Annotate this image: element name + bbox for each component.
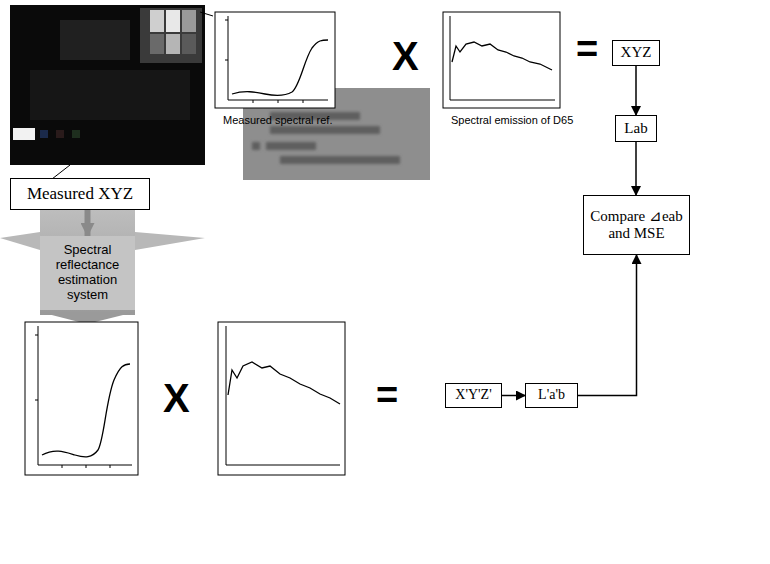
estimated-reflectance-plot (25, 322, 138, 475)
plot-caption: Spectral emission of D65 (451, 114, 573, 126)
leader-line (52, 165, 70, 179)
process-box: Spectral reflectance estimation system (40, 236, 135, 310)
multiply-sign: X (163, 378, 190, 418)
box-label: XYZ (621, 44, 652, 61)
box-label: Compare ⊿eab and MSE (588, 208, 685, 243)
process-box: XYZ (612, 40, 660, 66)
plot-panel: Measured spectral ref. (215, 12, 365, 126)
chart-photo (10, 5, 205, 165)
flow-arrow (85, 210, 91, 236)
process-box: Compare ⊿eab and MSE (583, 195, 690, 255)
leader-line (200, 12, 213, 16)
equals-sign: = (576, 30, 598, 68)
reflectance-plot (215, 12, 335, 108)
flow-arrow (502, 395, 525, 397)
process-box: L'a'b (525, 383, 578, 408)
box-label: L'a'b (538, 387, 565, 403)
flow-arrow (578, 255, 637, 396)
box-label: Lab (624, 120, 647, 137)
flow-band (0, 210, 205, 324)
illuminant-plot (443, 12, 560, 108)
equals-sign: = (376, 376, 398, 414)
process-box: X'Y'Z' (445, 383, 502, 408)
box-label: Spectral reflectance estimation system (44, 243, 131, 303)
illuminant-plot (218, 322, 345, 475)
plot-caption: Measured spectral ref. (223, 114, 332, 126)
multiply-sign: X (392, 36, 419, 76)
flow-arrow (635, 142, 637, 195)
box-label: Measured XYZ (27, 184, 133, 204)
flow-arrow (635, 66, 637, 115)
process-box: Measured XYZ (10, 178, 150, 210)
box-label: X'Y'Z' (455, 387, 491, 403)
process-box: Lab (615, 115, 657, 142)
